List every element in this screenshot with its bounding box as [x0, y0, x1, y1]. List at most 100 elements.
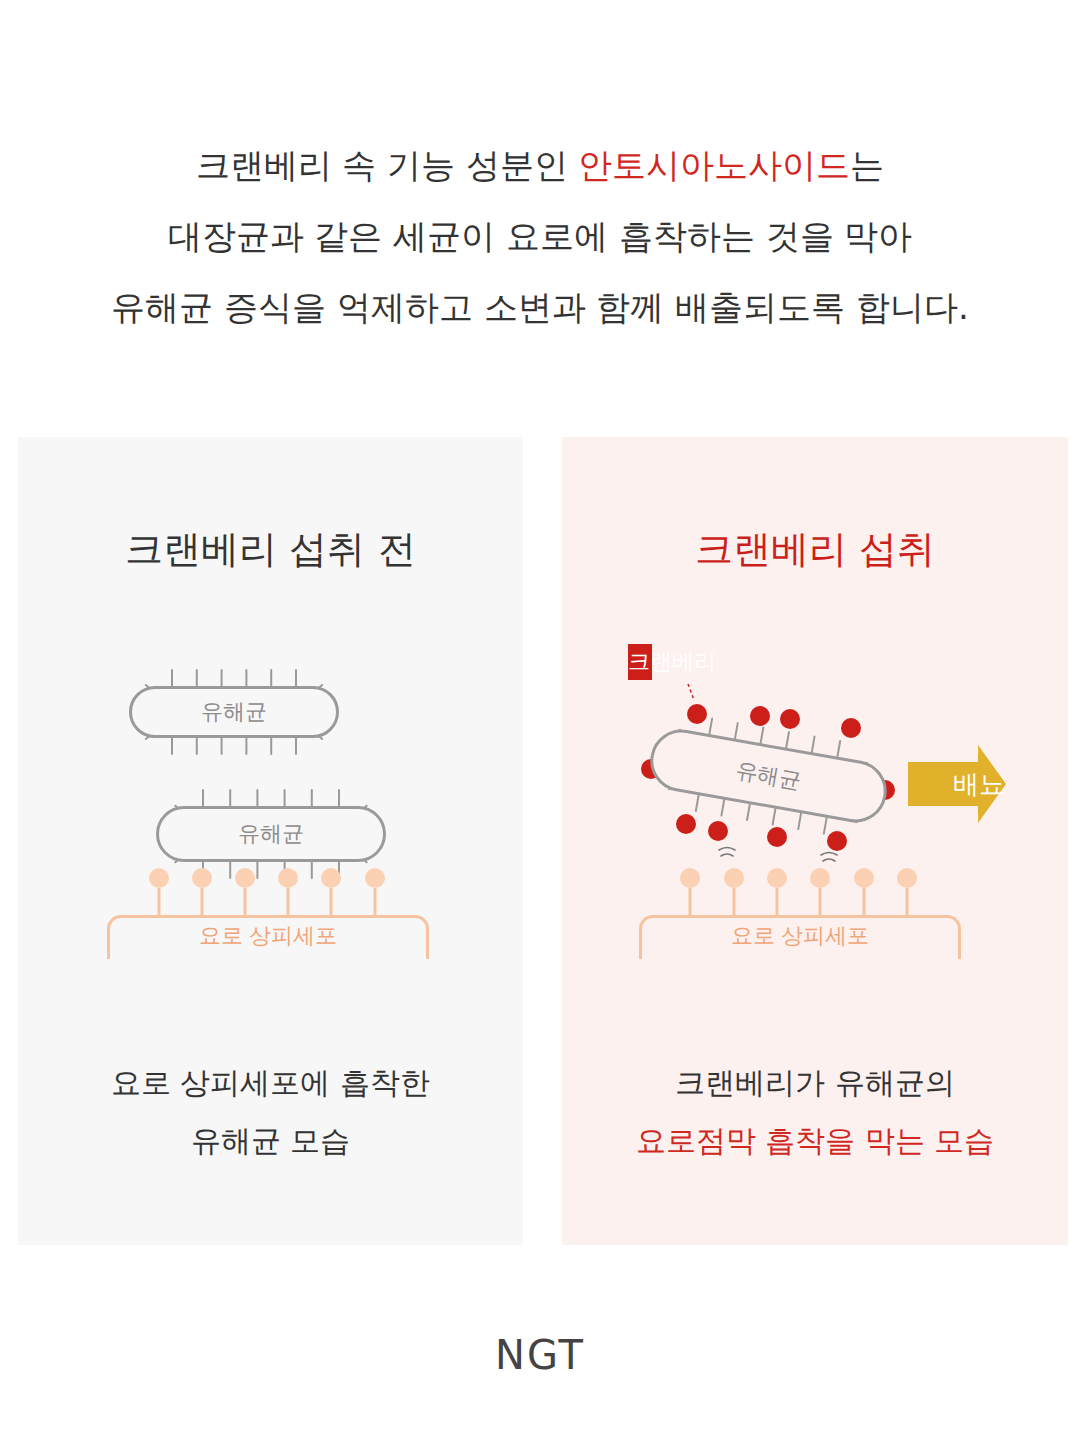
spike: [773, 809, 776, 825]
panel-caption: 요로 상피세포에 흡착한: [18, 1059, 523, 1107]
spike: [256, 862, 258, 878]
comparison-panel: 유해균유해균요로 상피세포크랜베리 섭취 전요로 상피세포에 흡착한유해균 모습: [18, 437, 523, 1245]
cranberry-dot: [687, 704, 707, 724]
receptor-head: [192, 868, 212, 888]
repel-mark: [823, 859, 835, 861]
receptor-head: [278, 868, 298, 888]
spike: [295, 738, 297, 754]
receptor-head: [810, 868, 830, 888]
receptor-stem: [374, 888, 377, 915]
receptor-head: [321, 868, 341, 888]
spike: [721, 800, 724, 816]
brand-watermark: NGT: [0, 1332, 1080, 1378]
spike: [295, 670, 297, 686]
excretion-arrow: 배뇨: [908, 745, 1050, 823]
spike: [709, 718, 712, 734]
cranberry-dot: [676, 814, 696, 834]
panel-heading: 크랜베리 섭취: [562, 525, 1068, 573]
spike: [837, 741, 840, 757]
receptor-stem: [863, 888, 866, 915]
receptor-stem: [330, 888, 333, 915]
cranberry-tag: 크랜베리: [628, 644, 652, 680]
cranberry-dots: [641, 704, 895, 851]
cranberry-dot: [841, 718, 861, 738]
bacterium-capsule-label: 유해균: [651, 741, 886, 811]
panel-caption: 유해균 모습: [18, 1117, 523, 1165]
cranberry-dot: [780, 709, 800, 729]
spike: [221, 670, 223, 686]
receptor-stem: [689, 888, 692, 915]
epithelium-band: 요로 상피세포: [107, 915, 429, 959]
repel-mark: [719, 848, 735, 851]
receptor-head: [365, 868, 385, 888]
spike: [270, 670, 272, 686]
cranberry-dot: [750, 706, 770, 726]
spike: [196, 738, 198, 754]
intro-line: 크랜베리 속 기능 성분인안토시아노사이드는: [0, 138, 1080, 209]
spike: [824, 818, 827, 834]
panel-ground: [562, 437, 1068, 1245]
spike: [747, 804, 750, 820]
spike: [171, 738, 173, 754]
epithelium-band: 요로 상피세포: [639, 915, 961, 959]
receptor-head: [767, 868, 787, 888]
spike: [284, 790, 286, 806]
cranberry-dot: [708, 821, 728, 841]
receptor-stem: [733, 888, 736, 915]
repel-mark: [821, 853, 837, 856]
spike: [311, 790, 313, 806]
spike: [171, 670, 173, 686]
receptor-head: [854, 868, 874, 888]
intro-line: 대장균과 같은 세균이 요로에 흡착하는 것을 막아: [0, 209, 1080, 280]
bacterium-capsule-label: 유해균: [159, 819, 383, 849]
epithelium-band-label: 요로 상피세포: [642, 922, 958, 950]
intro-text-part: 는: [850, 145, 884, 185]
spike: [798, 813, 801, 829]
highlight-text: 안토시아노사이드: [578, 145, 850, 185]
spike: [221, 738, 223, 754]
panel-ground: [18, 437, 523, 1245]
spike: [256, 790, 258, 806]
spike: [735, 723, 738, 739]
intro-text: 크랜베리 속 기능 성분인안토시아노사이드는대장균과 같은 세균이 요로에 흡착…: [0, 138, 1080, 351]
receptor-stem: [244, 888, 247, 915]
receptor-head: [149, 868, 169, 888]
spike: [761, 727, 764, 743]
spike: [812, 736, 815, 752]
receptor-stem: [776, 888, 779, 915]
intro-text-part: 크랜베리 속 기능 성분인: [196, 145, 568, 185]
spike: [786, 732, 789, 748]
panel-caption: 요로점막 흡착을 막는 모습: [562, 1117, 1068, 1165]
bacterium-capsule: 유해균: [645, 725, 891, 828]
comparison-panel: 크랜베리유해균 배뇨요로 상피세포 크랜베리 섭취크랜베리가 유해균의요로점막 흡착…: [562, 437, 1068, 1245]
excretion-arrow-label: 배뇨: [908, 767, 1050, 802]
spike: [229, 790, 231, 806]
receptor-stem: [158, 888, 161, 915]
bacterium-capsule: 유해균: [129, 686, 339, 738]
epithelium-receptors: [149, 868, 917, 915]
spike: [229, 862, 231, 878]
bacterium-capsule: 유해균: [156, 806, 386, 862]
receptor-head: [680, 868, 700, 888]
spike: [202, 790, 204, 806]
cranberry-tag-label: 크랜베리: [628, 647, 652, 677]
intro-line: 유해균 증식을 억제하고 소변과 함께 배출되도록 합니다.: [0, 280, 1080, 351]
receptor-head: [897, 868, 917, 888]
bacterium-capsule-label: 유해균: [132, 697, 336, 727]
epithelium-band-label: 요로 상피세포: [110, 922, 426, 950]
receptor-head: [724, 868, 744, 888]
panel-heading: 크랜베리 섭취 전: [18, 525, 523, 573]
spike: [270, 738, 272, 754]
spike: [696, 795, 699, 811]
spike: [311, 862, 313, 878]
receptor-stem: [201, 888, 204, 915]
spike: [245, 670, 247, 686]
spike: [338, 790, 340, 806]
repel-marks: [719, 848, 837, 862]
panel-caption: 크랜베리가 유해균의: [562, 1059, 1068, 1107]
receptor-stem: [906, 888, 909, 915]
receptor-stem: [287, 888, 290, 915]
receptor-head: [235, 868, 255, 888]
leader-line: [688, 684, 694, 700]
